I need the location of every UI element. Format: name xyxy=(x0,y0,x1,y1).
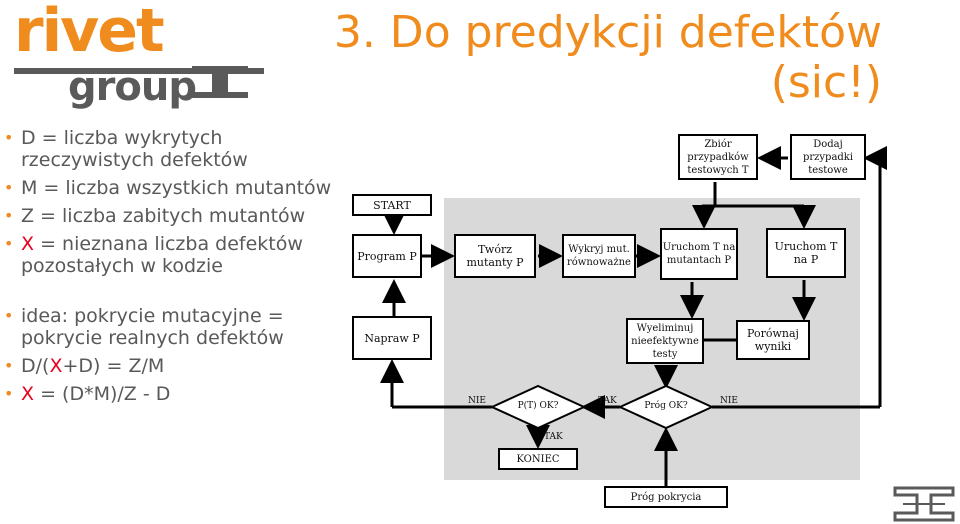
edge-label-tak-mid: TAK xyxy=(598,396,617,406)
rivet-group-logo: rivet group xyxy=(8,0,270,116)
decision-pt-ok-label: P(T) OK? xyxy=(517,401,559,411)
node-zbior-przypadkow: Zbiór przypadków testowych T xyxy=(678,134,758,180)
bullet-item: D/(X+D) = Z/M xyxy=(4,355,344,377)
flowchart-connectors xyxy=(380,146,887,486)
node-prog-pokrycia: Próg pokrycia xyxy=(604,486,728,508)
bullet-list: D = liczba wykrytych rzeczywistych defek… xyxy=(4,127,344,411)
logo-word-rivet: rivet xyxy=(14,0,165,66)
node-napraw-p: Napraw P xyxy=(352,316,432,360)
logo-word-group: group xyxy=(68,64,197,110)
rivet-bolt-mark-icon xyxy=(893,486,955,522)
bullet-item: idea: pokrycie mutacyjne = pokrycie real… xyxy=(4,305,344,349)
logo-rail-icon xyxy=(14,68,264,74)
node-program-p: Program P xyxy=(352,234,422,278)
node-wykryj-mut: Wykryj mut. równoważne xyxy=(562,234,636,278)
edge-label-nie-right: NIE xyxy=(720,396,738,406)
decision-prog-ok-label: Próg OK? xyxy=(644,401,688,411)
bullet-item: Z = liczba zabitych mutantów xyxy=(4,205,344,227)
slide-title-line1: 3. Do predykcji defektów xyxy=(333,7,882,58)
node-dodaj-przypadki: Dodaj przypadki testowe xyxy=(790,134,866,180)
node-uruchom-t-na-p: Uruchom T na P xyxy=(766,228,846,278)
bullet-item: D = liczba wykrytych rzeczywistych defek… xyxy=(4,127,344,171)
slide-title-line2: (sic!) xyxy=(770,57,882,108)
node-wyeliminuj-testy: Wyeliminuj nieefektywne testy xyxy=(626,318,704,364)
node-koniec: KONIEC xyxy=(498,448,578,470)
decision-diamond-prog-ok xyxy=(617,384,715,430)
node-tworz-mutanty: Twórz mutanty P xyxy=(454,234,536,278)
logo-bolt-icon xyxy=(192,66,248,98)
mutation-testing-flowchart: START Program P Twórz mutanty P Wykryj m… xyxy=(352,130,892,510)
edge-label-nie-left: NIE xyxy=(468,396,486,406)
edge-label-tak-down: TAK xyxy=(544,432,563,442)
node-start: START xyxy=(352,194,432,216)
node-uruchom-t-mutanty: Uruchom T na mutantach P xyxy=(660,228,738,280)
decision-diamond-pt-ok xyxy=(489,384,587,430)
bullet-item: X = nieznana liczba defektów pozostałych… xyxy=(4,233,344,277)
node-porownaj-wyniki: Porównaj wyniki xyxy=(736,320,810,360)
bullet-item: X = (D*M)/Z - D xyxy=(4,383,344,405)
slide-title: 3. Do predykcji defektów (sic!) xyxy=(334,8,882,108)
bullet-item: M = liczba wszystkich mutantów xyxy=(4,177,344,199)
